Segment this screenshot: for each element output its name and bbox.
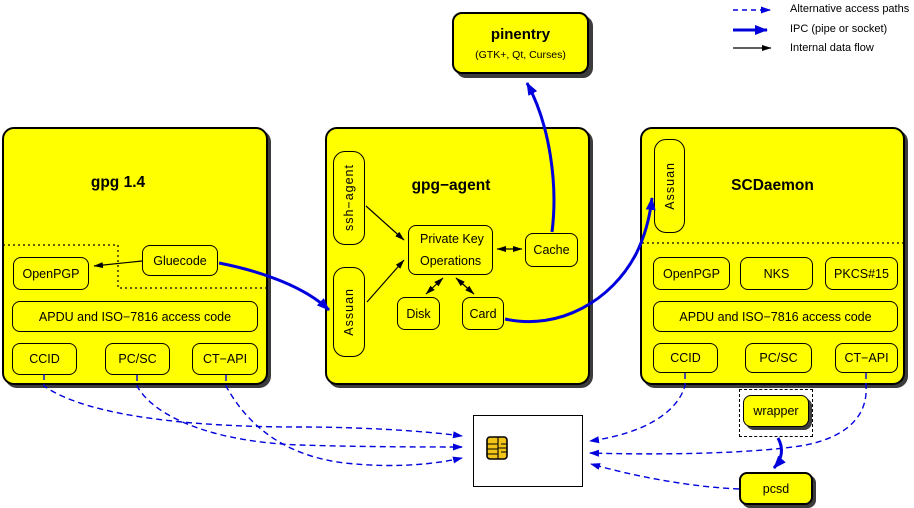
- scd-pcsc-box: PC/SC: [745, 343, 812, 373]
- scd-apdu-box: APDU and ISO−7816 access code: [653, 301, 898, 332]
- gpg14-pcsc-box: PC/SC: [105, 343, 170, 375]
- legend-alt-access-label: Alternative access paths: [790, 3, 910, 15]
- scd-pkcs15-box: PKCS#15: [825, 257, 898, 290]
- alt-gpg14-pcsc-card: [136, 375, 463, 451]
- scd-ccid-box: CCID: [653, 343, 718, 373]
- agent-disk-box: Disk: [397, 297, 440, 330]
- alt-gpg14-ctapi-card: [225, 375, 463, 467]
- pcsd-box: pcsd: [739, 472, 813, 505]
- scd-ctapi-box: CT−API: [835, 343, 898, 373]
- smartcard-chip-icon: [486, 436, 508, 460]
- gpg14-openpgp-box: OpenPGP: [13, 257, 89, 290]
- gpg-agent-title: gpg−agent: [411, 177, 491, 194]
- scd-assuan-box: Assuan: [654, 139, 685, 233]
- legend-internal-flow-label: Internal data flow: [790, 42, 874, 54]
- scd-nks-box: NKS: [740, 257, 813, 290]
- pinentry-subtitle: (GTK+, Qt, Curses): [475, 49, 566, 61]
- legend-ipc-label: IPC (pipe or socket): [790, 23, 888, 35]
- agent-card-box: Card: [462, 297, 504, 330]
- smartcard: [473, 415, 583, 487]
- agent-ssh-agent-box: ssh−agent: [333, 151, 365, 245]
- agent-assuan-label: Assuan: [342, 288, 356, 336]
- ipc-wrapper-pcsd: [772, 437, 786, 469]
- gpg14-ctapi-box: CT−API: [192, 343, 258, 375]
- scdaemon-title: SCDaemon: [731, 177, 814, 194]
- agent-ssh-agent-label: ssh−agent: [342, 164, 356, 232]
- gpg14-gluecode-box: Gluecode: [142, 245, 218, 276]
- agent-private-key-operations-box: Private Key Operations: [408, 225, 493, 275]
- agent-pko-line2: Operations: [420, 254, 482, 268]
- pinentry-title: pinentry: [490, 26, 551, 43]
- gpg14-ccid-box: CCID: [12, 343, 77, 375]
- gpg14-title: gpg 1.4: [90, 174, 146, 191]
- agent-pko-line1: Private Key: [420, 232, 484, 246]
- agent-assuan-box: Assuan: [333, 267, 365, 357]
- scd-openpgp-box: OpenPGP: [653, 257, 730, 290]
- alt-scd-ctapi-card: [589, 373, 867, 457]
- scd-assuan-label: Assuan: [662, 162, 677, 210]
- pinentry-box: [452, 12, 589, 74]
- wrapper-box: wrapper: [743, 395, 809, 427]
- gpg14-apdu-box: APDU and ISO−7816 access code: [12, 301, 258, 332]
- agent-cache-box: Cache: [525, 233, 578, 267]
- alt-pcsd-card: [590, 463, 740, 490]
